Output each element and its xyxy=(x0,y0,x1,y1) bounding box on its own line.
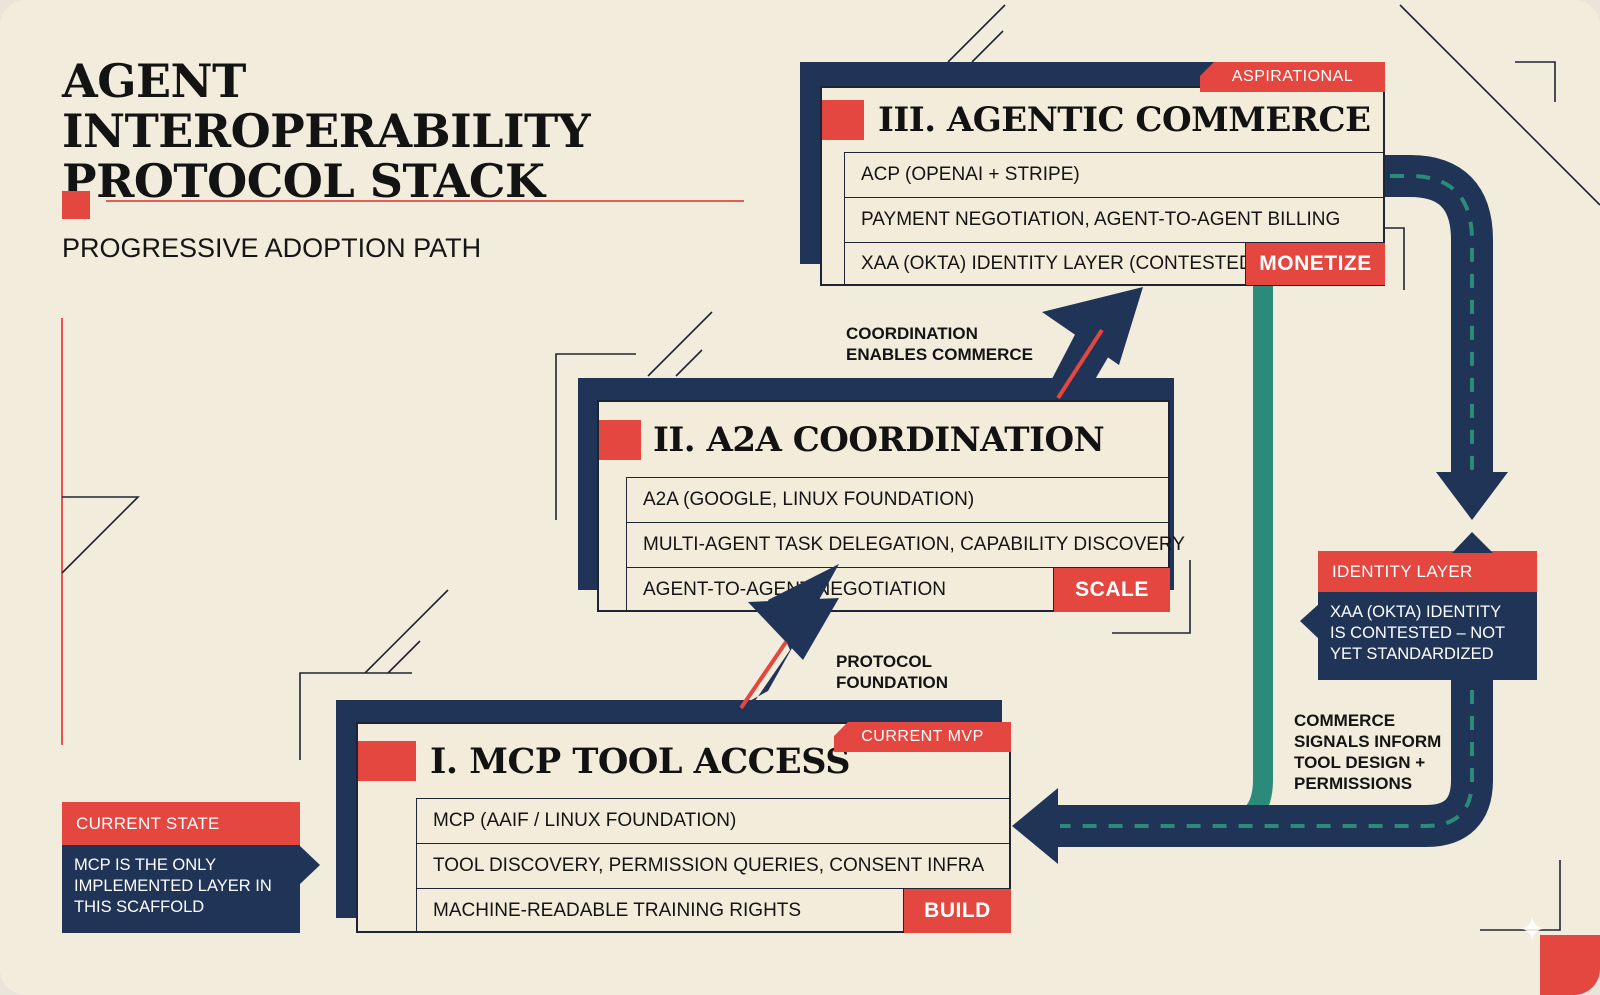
layer-1-rows: MCP (AAIF / LINUX FOUNDATION) TOOL DISCO… xyxy=(416,798,1011,933)
layer-1-row-text: MACHINE-READABLE TRAINING RIGHTS xyxy=(433,900,802,921)
layer-2-row: MULTI-AGENT TASK DELEGATION, CAPABILITY … xyxy=(626,523,1185,568)
layer-3-rows: ACP (OPENAI + STRIPE) PAYMENT NEGOTIATIO… xyxy=(844,152,1385,285)
layer-1-row: TOOL DISCOVERY, PERMISSION QUERIES, CONS… xyxy=(416,844,1011,889)
aspirational-tag: ASPIRATIONAL xyxy=(1200,62,1385,92)
layer-2-title: II. A2A COORDINATION xyxy=(653,419,1105,460)
scale-badge: SCALE xyxy=(1053,568,1170,612)
layer-1-row: MACHINE-READABLE TRAINING RIGHTS BUILD xyxy=(416,889,1011,933)
page-title: AGENT INTEROPERABILITY PROTOCOL STACK xyxy=(62,54,591,208)
layer-3-card: III. AGENTIC COMMERCE ACP (OPENAI + STRI… xyxy=(820,86,1385,286)
layer-2-row-text: MULTI-AGENT TASK DELEGATION, CAPABILITY … xyxy=(643,534,1185,555)
layer-1-title-square xyxy=(358,741,416,781)
layer-3-title-square xyxy=(822,100,864,140)
layer-3-title: III. AGENTIC COMMERCE xyxy=(878,100,1371,140)
layer-3-row-text: ACP (OPENAI + STRIPE) xyxy=(861,164,1080,185)
identity-layer-callout: IDENTITY LAYER XAA (OKTA) IDENTITY IS CO… xyxy=(1318,551,1537,680)
current-state-heading: CURRENT STATE xyxy=(62,802,300,845)
corner-accent xyxy=(1540,935,1600,995)
build-badge: BUILD xyxy=(903,889,1011,933)
sparkle-icon: ✦ xyxy=(1518,911,1547,949)
layer-3-row: PAYMENT NEGOTIATION, AGENT-TO-AGENT BILL… xyxy=(844,198,1385,243)
current-mvp-tag: CURRENT MVP xyxy=(834,722,1011,752)
layer-1-row: MCP (AAIF / LINUX FOUNDATION) xyxy=(416,799,1011,844)
layer-2-row: A2A (GOOGLE, LINUX FOUNDATION) xyxy=(626,478,1170,523)
layer-3-row-text: XAA (OKTA) IDENTITY LAYER (CONTESTED) xyxy=(861,253,1259,274)
page-subtitle: PROGRESSIVE ADOPTION PATH xyxy=(62,233,482,263)
layer-2-row-text: AGENT-TO-AGENT NEGOTIATION xyxy=(643,579,946,600)
protocol-foundation-label: PROTOCOL FOUNDATION xyxy=(836,652,949,692)
layer-3-row: ACP (OPENAI + STRIPE) xyxy=(844,153,1385,198)
current-state-callout: CURRENT STATE MCP IS THE ONLY IMPLEMENTE… xyxy=(62,802,300,933)
monetize-badge: MONETIZE xyxy=(1245,243,1385,285)
layer-1-row-text: MCP (AAIF / LINUX FOUNDATION) xyxy=(433,810,737,831)
layer-2-row-text: A2A (GOOGLE, LINUX FOUNDATION) xyxy=(643,489,975,510)
coordination-label: COORDINATION ENABLES COMMERCE xyxy=(846,324,1034,364)
layer-1-title: I. MCP TOOL ACCESS xyxy=(430,740,851,782)
identity-layer-body: XAA (OKTA) IDENTITY IS CONTESTED – NOT Y… xyxy=(1318,592,1537,680)
title-accent-square xyxy=(62,191,90,219)
layer-3-row-text: PAYMENT NEGOTIATION, AGENT-TO-AGENT BILL… xyxy=(861,209,1341,230)
layer-2-title-square xyxy=(599,419,641,460)
layer-3-row: XAA (OKTA) IDENTITY LAYER (CONTESTED) MO… xyxy=(844,243,1385,285)
layer-2-row: AGENT-TO-AGENT NEGOTIATION SCALE xyxy=(626,568,1170,612)
layer-2-rows: A2A (GOOGLE, LINUX FOUNDATION) MULTI-AGE… xyxy=(626,477,1185,612)
current-state-body: MCP IS THE ONLY IMPLEMENTED LAYER IN THI… xyxy=(62,845,300,933)
layer-2-card: II. A2A COORDINATION A2A (GOOGLE, LINUX … xyxy=(597,400,1185,612)
identity-layer-heading: IDENTITY LAYER xyxy=(1318,551,1537,592)
feedback-label: COMMERCE SIGNALS INFORM TOOL DESIGN + PE… xyxy=(1294,711,1442,793)
layer-1-card: I. MCP TOOL ACCESS MCP (AAIF / LINUX FOU… xyxy=(356,722,1011,933)
layer-1-row-text: TOOL DISCOVERY, PERMISSION QUERIES, CONS… xyxy=(433,855,985,876)
